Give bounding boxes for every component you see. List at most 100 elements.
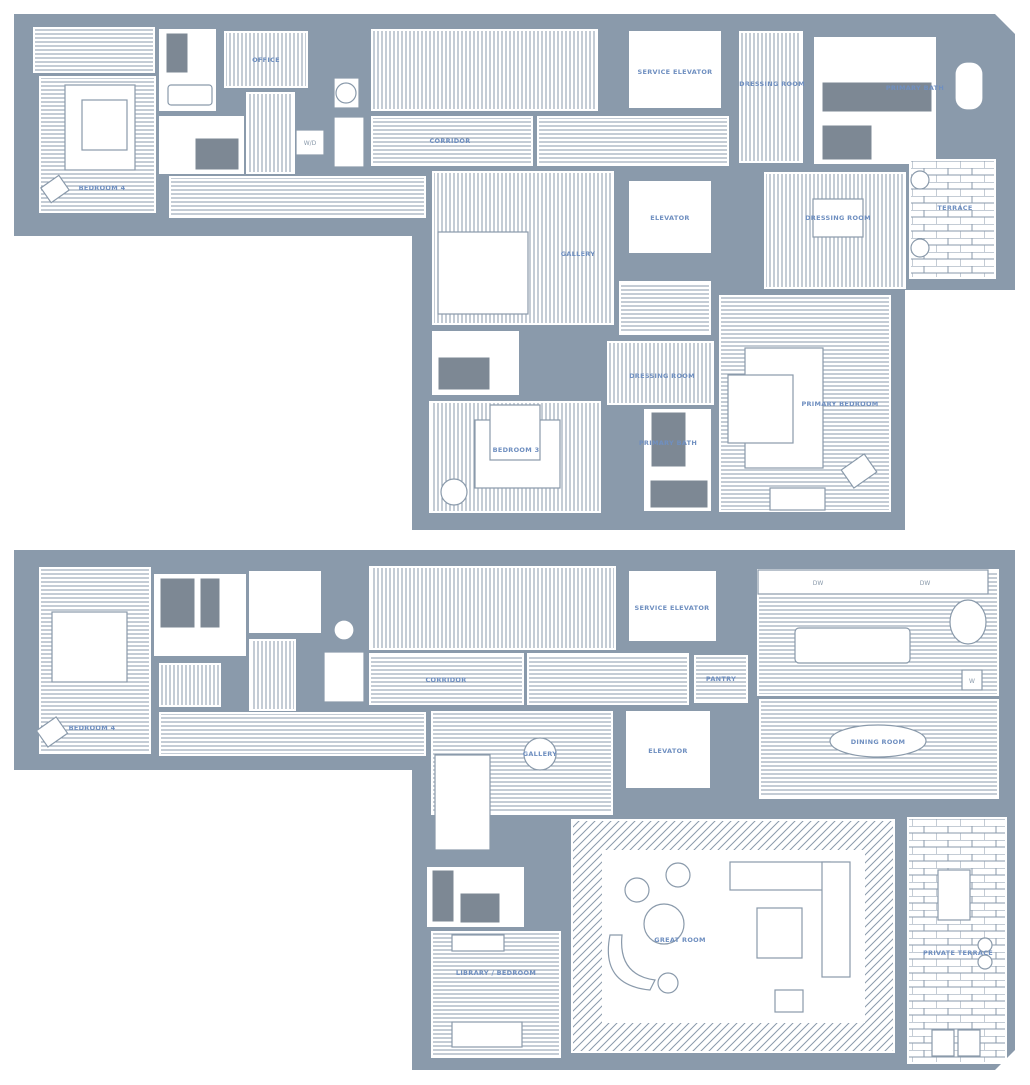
armchair-icon <box>624 877 650 903</box>
label-elevator-lower: ELEVATOR <box>648 747 688 755</box>
room-private-terrace[interactable] <box>907 817 1007 1064</box>
round-chair-icon <box>440 478 468 506</box>
counter-icon <box>757 569 989 595</box>
label-dressing-room-c: DRESSING ROOM <box>629 372 695 380</box>
label-bedroom: BEDROOM 4 <box>79 184 126 192</box>
label-primary-bath-2: PRIMARY BATH <box>639 439 697 447</box>
label-bedroom-3: BEDROOM 3 <box>493 446 540 454</box>
label-w: W <box>969 678 975 685</box>
elevator[interactable] <box>629 181 711 253</box>
lounge-chair-icon <box>931 1029 955 1057</box>
lower-floor: BEDROOM 4 CORRIDOR PANTRY SERVICE ELEVAT… <box>14 550 1015 1070</box>
room-long-hall[interactable] <box>169 176 426 218</box>
label-gallery: GALLERY <box>561 250 596 258</box>
bath-floor-tile <box>199 577 221 629</box>
coffee-table-icon <box>756 907 803 959</box>
room-office[interactable] <box>224 31 308 88</box>
room-corridor[interactable] <box>371 116 533 166</box>
label-service-elevator-lower: SERVICE ELEVATOR <box>635 604 710 612</box>
label-dressing-room-a: DRESSING ROOM <box>739 80 805 88</box>
laundry <box>249 571 321 633</box>
curved-sofa-icon <box>607 934 656 991</box>
armchair-icon <box>35 716 69 748</box>
washer-icon <box>961 669 983 691</box>
label-dining-room: DINING ROOM <box>851 738 906 746</box>
label-primary-bath: PRIMARY BATH <box>886 84 944 92</box>
label-gallery-lower: GALLERY <box>523 750 558 758</box>
bed-icon <box>81 99 128 151</box>
kitchen-island-icon <box>794 627 911 664</box>
washer-dryer-icon <box>295 129 325 156</box>
label-elevator: ELEVATOR <box>650 214 690 222</box>
armchair-icon <box>665 862 691 888</box>
round-table-icon <box>523 737 557 771</box>
breakfast-table-icon <box>949 599 987 645</box>
room-dressing-room-c[interactable] <box>607 341 714 405</box>
staircase[interactable] <box>434 754 491 851</box>
bed-icon <box>51 611 128 683</box>
upper-floor: BEDROOM 4 OFFICE W/D CORRIDOR SERVICE EL… <box>14 14 1015 530</box>
lounge-chair-icon <box>957 1029 981 1057</box>
label-library: LIBRARY / BEDROOM <box>456 969 536 977</box>
room-corridor-lower[interactable] <box>369 653 524 705</box>
armchair-icon <box>39 174 71 204</box>
armchair-icon <box>774 989 804 1013</box>
label-dressing-room-b: DRESSING ROOM <box>805 214 871 222</box>
sofa-icon <box>821 861 851 978</box>
label-office: OFFICE <box>252 56 280 64</box>
closet-office <box>246 92 295 174</box>
staircase-lower[interactable] <box>369 566 616 650</box>
bath-floor-tile <box>459 892 501 924</box>
bath-floor-tile <box>165 32 189 74</box>
planter-icon <box>977 954 993 970</box>
column-icon <box>333 619 355 641</box>
column-icon <box>335 82 357 104</box>
label-terrace: TERRACE <box>937 204 972 212</box>
closet <box>249 639 296 711</box>
round-table-icon <box>643 903 685 945</box>
dining-table-icon <box>829 724 927 758</box>
bath-floor-tile <box>649 479 709 509</box>
staircase[interactable] <box>437 231 529 315</box>
bath-floor-tile <box>194 137 240 171</box>
label-private-terrace: PRIVATE TERRACE <box>923 949 993 957</box>
service-elevator[interactable] <box>629 31 721 108</box>
label-wd: W/D <box>304 140 317 147</box>
room-pantry[interactable] <box>694 655 748 703</box>
bath-floor-tile <box>821 124 873 161</box>
room-dressing-room-a[interactable] <box>739 31 803 163</box>
bath-floor-tile <box>650 411 687 468</box>
elevator-lower[interactable] <box>626 711 710 788</box>
label-primary-bedroom: PRIMARY BEDROOM <box>801 400 878 408</box>
outdoor-table-icon <box>937 869 971 921</box>
armchair-icon <box>840 453 878 489</box>
bath-floor-tile <box>159 577 196 629</box>
planter-icon <box>910 238 930 258</box>
label-bedroom-lower: BEDROOM 4 <box>69 724 116 732</box>
label-dw-2: DW <box>920 580 931 587</box>
sofa-icon <box>729 861 831 891</box>
bathtub-icon <box>167 84 213 106</box>
closet-door <box>333 116 365 168</box>
bed-icon <box>489 404 541 461</box>
label-great-room: GREAT ROOM <box>654 936 706 944</box>
desk-icon <box>769 487 826 511</box>
closet <box>159 663 221 707</box>
room-hall-lower[interactable] <box>159 712 426 756</box>
closet <box>619 281 711 335</box>
service-elevator-lower[interactable] <box>629 571 716 641</box>
side-table-icon <box>657 972 679 994</box>
label-corridor: CORRIDOR <box>429 137 470 145</box>
closet-door <box>323 651 365 703</box>
room-corridor-lower-2[interactable] <box>527 653 689 705</box>
room-corridor-2[interactable] <box>537 116 729 166</box>
bathtub-icon <box>954 61 984 111</box>
sofa-icon <box>451 1021 523 1048</box>
label-pantry: PANTRY <box>706 675 736 683</box>
island-icon <box>812 198 864 238</box>
planter-icon <box>977 937 993 953</box>
staircase[interactable] <box>371 29 598 111</box>
bath-floor-tile <box>431 869 455 923</box>
label-dw-1: DW <box>813 580 824 587</box>
